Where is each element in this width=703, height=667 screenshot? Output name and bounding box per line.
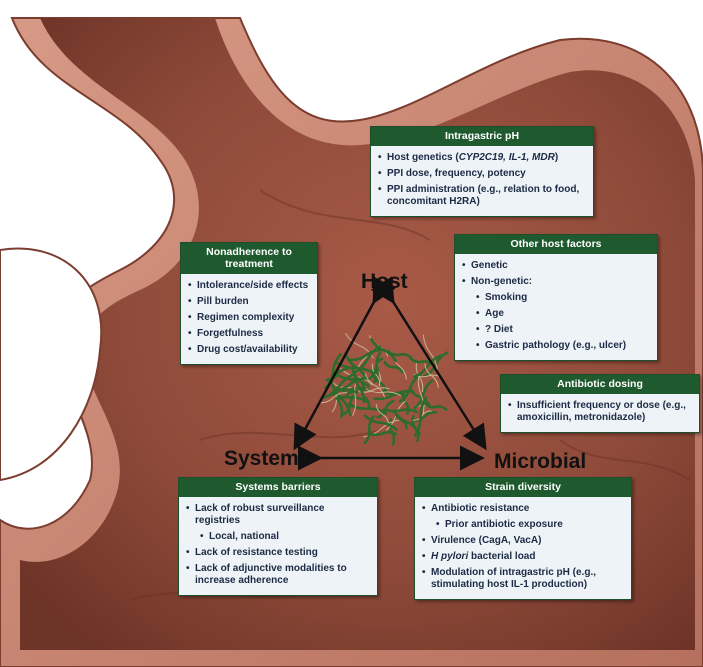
list-item: Intolerance/side effects — [187, 280, 311, 292]
other-host-factors-box: Other host factors Genetic Non-genetic: … — [454, 234, 658, 361]
list-item: Forgetfulness — [187, 328, 311, 340]
list-item: Genetic — [461, 260, 651, 272]
nonadherence-box: Nonadherence to treatment Intolerance/si… — [180, 242, 318, 365]
intragastric-ph-box: Intragastric pH Host genetics (CYP2C19, … — [370, 126, 594, 217]
list-item: Lack of adjunctive modalities to increas… — [185, 563, 371, 587]
list-item: Smoking — [475, 292, 651, 304]
list-item: Age — [475, 308, 651, 320]
list-item: Insufficient frequency or dose (e.g., am… — [507, 400, 693, 424]
antibiotic-dosing-title: Antibiotic dosing — [501, 375, 699, 394]
other-host-factors-title: Other host factors — [455, 235, 657, 254]
list-item: Lack of resistance testing — [185, 547, 371, 559]
list-item: Virulence (CagA, VacA) — [421, 535, 625, 547]
systems-label: Systems — [224, 447, 310, 471]
list-item: Gastric pathology (e.g., ulcer) — [475, 340, 651, 352]
systems-barriers-title: Systems barriers — [179, 478, 377, 497]
list-item: ? Diet — [475, 324, 651, 336]
list-item: Prior antibiotic exposure — [435, 519, 625, 531]
list-item: Non-genetic: — [461, 276, 651, 288]
intragastric-ph-title: Intragastric pH — [371, 127, 593, 146]
microbial-label: Microbial — [494, 450, 586, 474]
list-item: Antibiotic resistance — [421, 503, 625, 515]
list-item: Modulation of intragastric pH (e.g., sti… — [421, 567, 625, 591]
host-label: Host — [361, 270, 408, 294]
nonadherence-title: Nonadherence to treatment — [181, 243, 317, 274]
list-item: Pill burden — [187, 296, 311, 308]
bacterium — [384, 409, 416, 412]
list-item: Host genetics (CYP2C19, IL-1, MDR) — [377, 152, 587, 164]
strain-diversity-box: Strain diversity Antibiotic resistance P… — [414, 477, 632, 600]
list-item: H pylori bacterial load — [421, 551, 625, 563]
list-item: Lack of robust surveillance registries — [185, 503, 371, 527]
list-item: PPI dose, frequency, potency — [377, 168, 587, 180]
list-item: Local, national — [199, 531, 371, 543]
list-item: PPI administration (e.g., relation to fo… — [377, 184, 587, 208]
strain-diversity-title: Strain diversity — [415, 478, 631, 497]
antibiotic-dosing-box: Antibiotic dosing Insufficient frequency… — [500, 374, 700, 433]
systems-barriers-box: Systems barriers Lack of robust surveill… — [178, 477, 378, 596]
list-item: Drug cost/availability — [187, 344, 311, 356]
list-item: Regimen complexity — [187, 312, 311, 324]
